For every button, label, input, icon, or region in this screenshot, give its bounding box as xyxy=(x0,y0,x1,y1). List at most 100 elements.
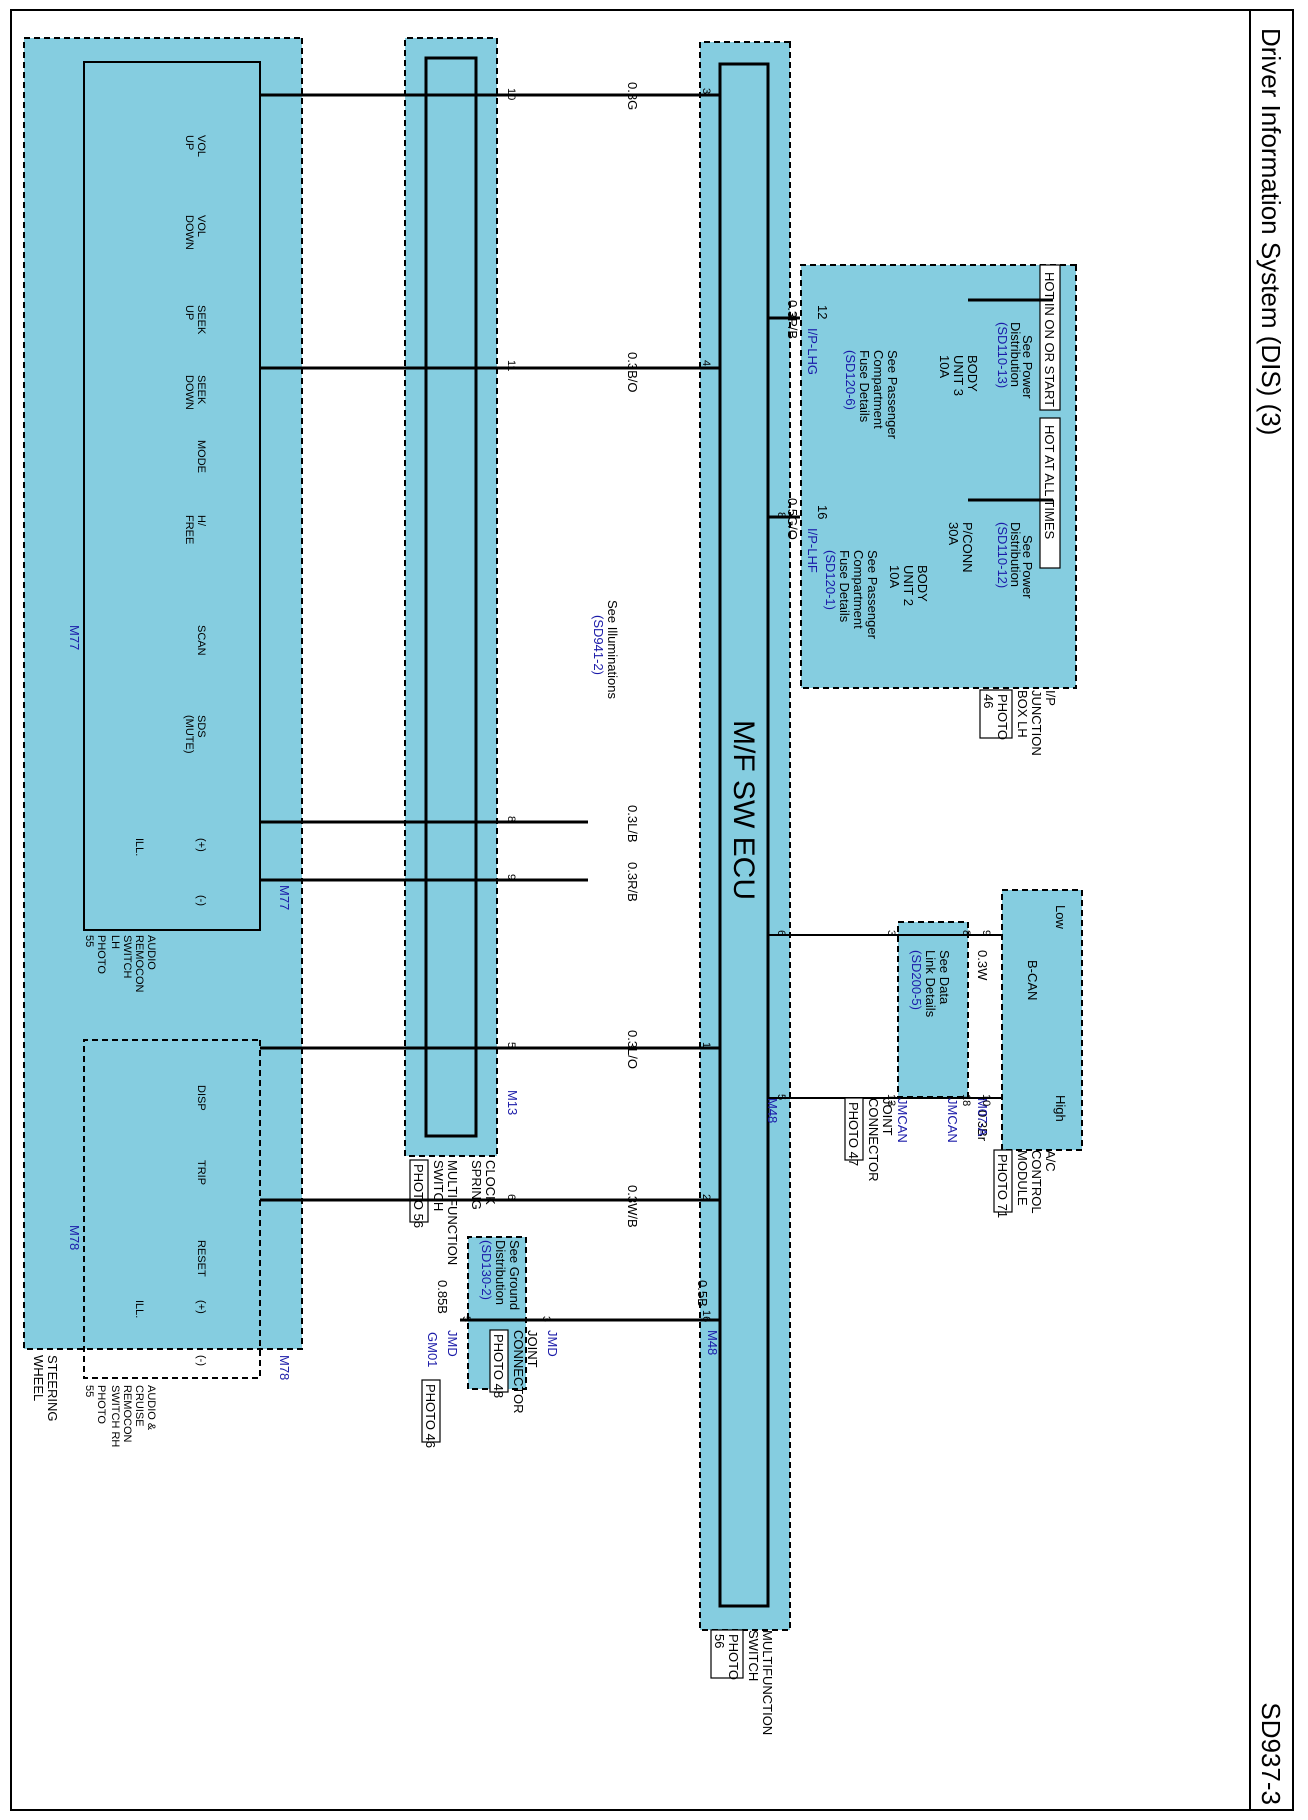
svg-text:5: 5 xyxy=(460,1316,472,1322)
rh-disp: DISP xyxy=(195,1085,207,1111)
rh-label-b: CRUISE xyxy=(133,1385,145,1427)
conn-m48-gnd: M48 xyxy=(705,1330,720,1355)
pin-16: 16 xyxy=(815,505,830,519)
lh-plus: (+) xyxy=(195,838,207,852)
svg-text:10: 10 xyxy=(980,1094,992,1106)
gm-photo: PHOTO 46 xyxy=(423,1384,438,1448)
conn-m78-b: M78 xyxy=(277,1355,292,1380)
jbox-photo-tag xyxy=(979,689,1013,739)
data-see-b: Link Details xyxy=(923,950,938,1018)
conn-m13: M13 xyxy=(505,1090,520,1115)
svg-text:UP: UP xyxy=(183,135,195,150)
clock-photo: PHOTO 56 xyxy=(411,1164,426,1228)
svg-text:3: 3 xyxy=(540,1316,552,1322)
gnd-w2: 0.85B xyxy=(435,1280,450,1314)
pass-1a: See Passenger xyxy=(885,350,900,440)
hot-all-tag xyxy=(1039,417,1061,569)
rh-label-c: REMOCON xyxy=(121,1385,133,1443)
svg-text:DOWN: DOWN xyxy=(183,375,195,410)
conn-iplhg: I/P-LHG xyxy=(805,328,820,375)
ac-module-box xyxy=(1001,889,1083,1151)
ac-a: A/C xyxy=(1043,1150,1058,1172)
ecu-body xyxy=(718,62,770,1608)
joint-a: JOINT xyxy=(880,1098,895,1136)
clock-spring-bar xyxy=(424,56,478,1138)
svg-text:10: 10 xyxy=(505,88,517,100)
data-see-a: See Data xyxy=(937,950,952,1005)
svg-text:3: 3 xyxy=(700,88,712,94)
svg-text:8: 8 xyxy=(960,930,972,936)
mfsw-photo-b: 56 xyxy=(712,1634,727,1648)
svg-text:4: 4 xyxy=(700,360,712,366)
pass-1b: Compartment xyxy=(871,350,886,429)
mfsw-photo-a: PHOTO xyxy=(726,1634,741,1680)
svg-text:9: 9 xyxy=(505,874,517,880)
rh-label-d: SWITCH RH xyxy=(109,1385,121,1447)
pass-ref-1: (SD120-6) xyxy=(843,350,858,410)
can-w2: 0.3Br xyxy=(975,1110,990,1142)
mfsw-a: MULTIFUNCTION xyxy=(760,1630,775,1735)
see-power-1: See Power xyxy=(1020,335,1035,399)
clock-b: SPRING xyxy=(469,1160,484,1210)
svg-text:VOL: VOL xyxy=(195,215,207,237)
gjoint-photo-tag xyxy=(489,1329,509,1393)
gnd-w1: 0.5B xyxy=(695,1280,710,1307)
body-unit2-a: BODY xyxy=(915,565,930,602)
body-unit3-b: UNIT 3 xyxy=(951,355,966,396)
steering-b: WHEEL xyxy=(31,1355,46,1401)
body-unit2-c: 10A xyxy=(887,565,902,588)
clock-a: CLOCK xyxy=(483,1160,498,1205)
jbox-photo-b: 46 xyxy=(981,694,996,708)
svg-text:2: 2 xyxy=(700,1194,712,1200)
lh-switch-labels: VOL UP VOL DOWN SEEK UP SEEK DOWN MODE H… xyxy=(183,135,207,754)
lh-ill: ILL. xyxy=(133,838,145,856)
lh-minus: (-) xyxy=(195,895,207,906)
rh-reset: RESET xyxy=(195,1240,207,1277)
pin-12: 12 xyxy=(815,305,830,319)
svg-text:DOWN: DOWN xyxy=(183,215,195,250)
wire-bo: 0.3B/O xyxy=(625,352,640,392)
gnd-see-a: See Ground xyxy=(507,1240,522,1310)
conn-gm01: GM01 xyxy=(425,1332,440,1367)
ac-photo: PHOTO 71 xyxy=(995,1154,1010,1218)
svg-text:9: 9 xyxy=(980,930,992,936)
svg-text:8: 8 xyxy=(505,816,517,822)
svg-text:8: 8 xyxy=(775,512,787,518)
conn-iplhf: I/P-LHF xyxy=(805,528,820,573)
page-code: SD937-3 xyxy=(1256,1702,1286,1805)
clock-photo-tag xyxy=(409,1159,429,1223)
svg-text:SEEK: SEEK xyxy=(195,305,207,335)
body-unit2-b: UNIT 2 xyxy=(901,565,916,606)
jbox-photo-a: PHOTO xyxy=(995,694,1010,740)
svg-text:(MUTE): (MUTE) xyxy=(183,715,195,754)
joint-photo: PHOTO 47 xyxy=(846,1102,861,1166)
gjoint-a: JOINT xyxy=(525,1330,540,1368)
svg-text:7: 7 xyxy=(785,312,797,318)
see-power-2: See Power xyxy=(1020,535,1035,599)
can-low: Low xyxy=(1053,905,1068,929)
rh-photo-b: 55 xyxy=(83,1385,95,1397)
rh-label-a: AUDIO & xyxy=(145,1385,157,1431)
distribution-1: Distribution xyxy=(1008,322,1023,387)
cmf-b: SWITCH xyxy=(431,1160,446,1211)
conn-m77-a: M77 xyxy=(67,625,82,650)
ecu-label: M/F SW ECU xyxy=(727,720,760,900)
illum-see: See Illuminations xyxy=(605,600,620,699)
wire-pb-label: 0.3P/B xyxy=(785,300,800,339)
svg-text:5: 5 xyxy=(775,1094,787,1100)
svg-text:SEEK: SEEK xyxy=(195,375,207,405)
gm-photo-tag xyxy=(421,1379,441,1443)
wire-wb: 0.3W/B xyxy=(625,1185,640,1228)
ac-b: CONTROL xyxy=(1029,1150,1044,1214)
joint-photo-tag xyxy=(844,1097,864,1161)
wire-lo: 0.3L/O xyxy=(625,1030,640,1069)
ac-photo-tag xyxy=(993,1149,1013,1213)
can-w1: 0.3W xyxy=(975,950,990,981)
pass-2b: Compartment xyxy=(851,550,866,629)
lh-label-d: LH xyxy=(109,935,121,949)
outer-frame xyxy=(10,9,1294,1811)
gnd-ref: (SD130-2) xyxy=(479,1240,494,1300)
conn-jmcan-1: JMCAN xyxy=(945,1098,960,1143)
